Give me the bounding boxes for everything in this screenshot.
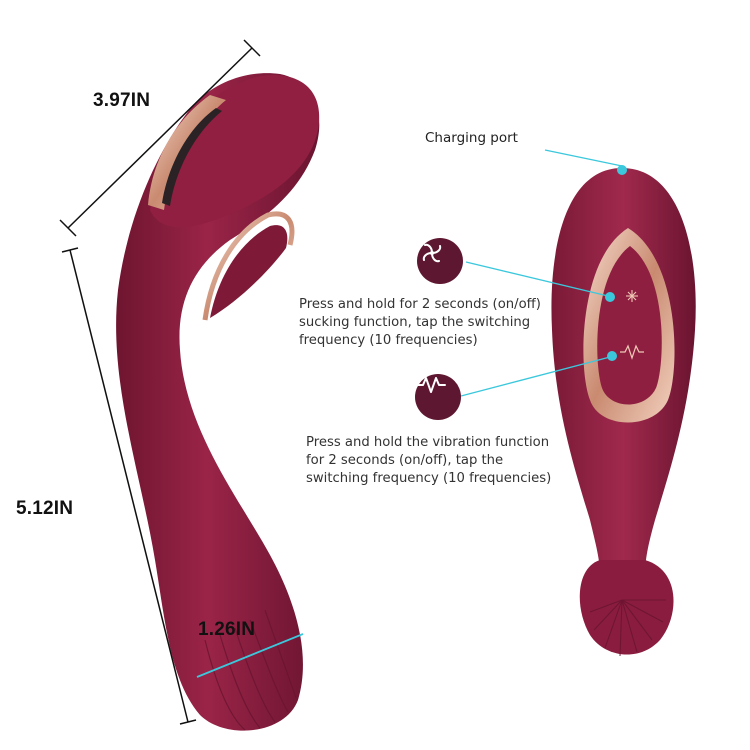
dimension-width-line: [196, 633, 304, 678]
sucking-text-line-1: Press and hold for 2 seconds (on/off): [299, 297, 541, 312]
pad-sucking-icon: [626, 290, 638, 302]
vibration-text-line-1: Press and hold the vibration function: [306, 435, 550, 450]
right-device-base-ribs: [589, 599, 666, 657]
pad-vibration-icon: [620, 344, 644, 360]
vibration-wave-icon: [416, 377, 446, 393]
vibration-text-line-2: for 2 seconds (on/off), tap the: [306, 453, 504, 468]
vibration-function-text: Press and hold the vibration function fo…: [306, 434, 551, 488]
dimension-length-label: 3.97IN: [93, 90, 151, 111]
fan-swirl-icon: [422, 243, 442, 263]
dimension-height-label: 5.12IN: [16, 498, 74, 519]
left-device-head: [150, 74, 320, 228]
leader-lines: [460, 149, 623, 397]
right-device-base: [579, 560, 674, 655]
left-device-ribs: [204, 609, 297, 731]
dimension-length-top: [59, 39, 261, 237]
vibration-text-line-3: switching frequency (10 frequencies): [306, 471, 552, 486]
right-device-control-pad: [597, 246, 662, 405]
sucking-function-badge: [417, 238, 463, 284]
vibration-button-dot: [607, 351, 617, 361]
left-device: [116, 73, 320, 731]
sucking-text-line-2: sucking function, tap the switching: [299, 315, 531, 330]
left-device-suction-ring: [202, 211, 295, 321]
charging-port-dot: [617, 165, 627, 175]
dimension-width-label: 1.26IN: [198, 619, 256, 640]
vibration-function-badge: [415, 374, 461, 420]
charging-port-label: Charging port: [425, 130, 518, 146]
sucking-button-dot: [605, 292, 615, 302]
right-device: [551, 165, 696, 657]
dimension-height: [61, 247, 197, 725]
sucking-text-line-3: frequency (10 frequencies): [299, 333, 478, 348]
left-device-shaft: [116, 73, 320, 731]
sucking-function-text: Press and hold for 2 seconds (on/off) su…: [299, 296, 541, 350]
